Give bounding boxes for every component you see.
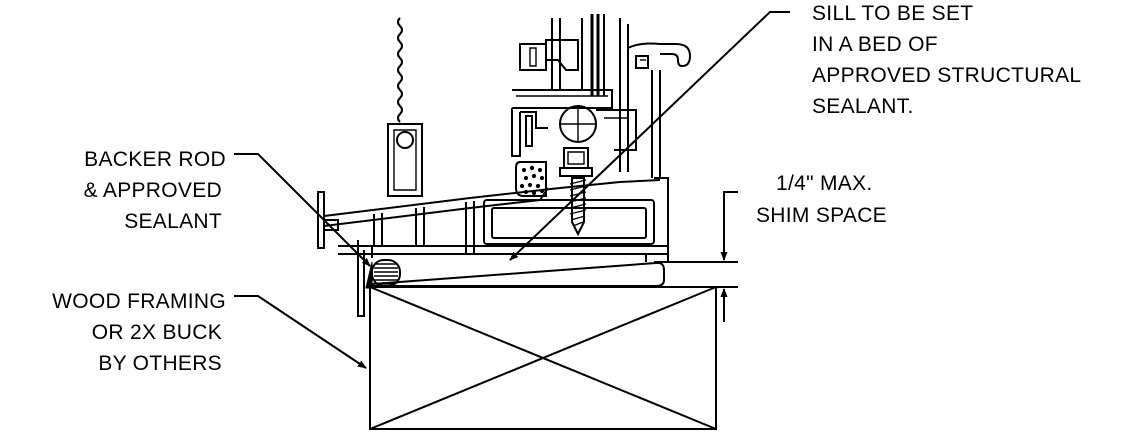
leader-wood-framing: [234, 295, 367, 369]
shim-space-line-1: 1/4" MAX.: [776, 172, 873, 195]
shim-space-dimension: [668, 191, 738, 322]
backer-rod: [365, 259, 401, 289]
shim-space-line-2: SHIM SPACE: [756, 204, 887, 227]
backer-rod-line-3: SEALANT: [124, 210, 222, 233]
shim-space-label: 1/4" MAX. SHIM SPACE: [756, 172, 887, 227]
sill-note-line-4: SEALANT.: [812, 95, 914, 118]
wood-framing-line-2: OR 2X BUCK: [92, 321, 222, 344]
sill-note-line-3: APPROVED STRUCTURAL: [812, 64, 1081, 87]
backer-rod-label: BACKER ROD & APPROVED SEALANT: [84, 148, 226, 233]
wood-framing-buck: [369, 286, 717, 430]
frame-jamb-profile: [511, 14, 692, 197]
interior-trim-wall: [387, 17, 423, 197]
leader-sill-note: [509, 11, 790, 261]
wood-framing-line-3: BY OTHERS: [98, 352, 222, 375]
wood-framing-line-1: WOOD FRAMING: [52, 290, 226, 313]
structural-sealant-bed: [371, 261, 665, 287]
wood-framing-label: WOOD FRAMING OR 2X BUCK BY OTHERS: [52, 290, 226, 375]
backer-rod-line-1: BACKER ROD: [84, 148, 226, 171]
leader-backer-rod: [234, 153, 371, 267]
sill-note-line-1: SILL TO BE SET: [812, 2, 973, 25]
sill-note-label: SILL TO BE SET IN A BED OF APPROVED STRU…: [812, 2, 1081, 118]
backer-rod-line-2: & APPROVED: [84, 179, 222, 202]
sill-note-line-2: IN A BED OF: [812, 33, 938, 56]
sill-extrusion: [323, 177, 669, 263]
